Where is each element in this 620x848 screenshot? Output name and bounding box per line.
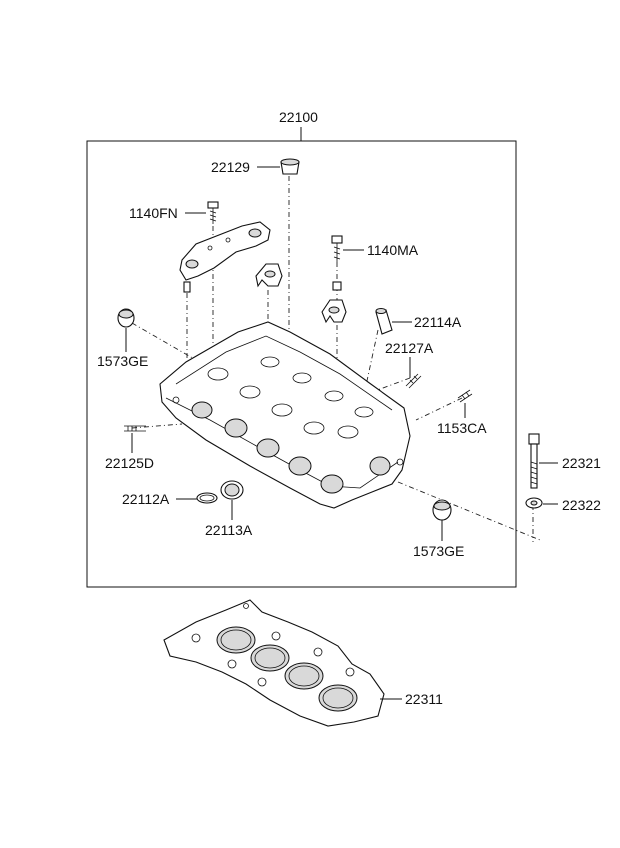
cylinder-head <box>159 321 411 509</box>
washer-22322 <box>525 497 543 509</box>
callouts: 22129 1140FN 1140MA 22114A 22127A 1573GE… <box>97 159 601 707</box>
label-1140fn: 1140FN <box>129 205 178 221</box>
label-1573ge-bottom: 1573GE <box>413 543 464 559</box>
label-22113a: 22113A <box>205 522 253 538</box>
bolt-1140ma <box>331 235 343 262</box>
label-22127a: 22127A <box>385 340 434 356</box>
bolt-1140fn <box>207 201 219 224</box>
label-22100: 22100 <box>279 109 318 125</box>
label-22112a: 22112A <box>122 491 170 507</box>
label-22322: 22322 <box>562 497 601 513</box>
sealing-cap-1573ge-bottom <box>432 499 452 521</box>
seal-22113a <box>220 480 244 500</box>
label-22311: 22311 <box>405 691 443 707</box>
label-22129: 22129 <box>211 159 250 175</box>
label-22114a: 22114A <box>414 314 462 330</box>
label-1140ma: 1140MA <box>367 242 419 258</box>
plug-22129 <box>280 158 300 175</box>
stud-22127a <box>405 373 422 389</box>
stud-22125d <box>124 425 146 432</box>
cam-bearing-cap-rear <box>321 281 347 324</box>
head-bolt-22321 <box>528 433 540 489</box>
label-22125d: 22125D <box>105 455 154 471</box>
label-1153ca: 1153CA <box>437 420 487 436</box>
label-22321: 22321 <box>562 455 601 471</box>
cam-bearing-cap-middle <box>255 263 283 288</box>
head-gasket-22311 <box>163 599 385 727</box>
assembly-frame <box>86 140 517 588</box>
label-1573ge-top: 1573GE <box>97 353 148 369</box>
ring-22112a <box>196 492 218 504</box>
cam-bearing-cap-front <box>179 221 271 293</box>
stud-1153ca <box>457 389 473 403</box>
sealing-cap-1573ge-top <box>117 308 135 328</box>
tube-22114a <box>375 308 393 335</box>
